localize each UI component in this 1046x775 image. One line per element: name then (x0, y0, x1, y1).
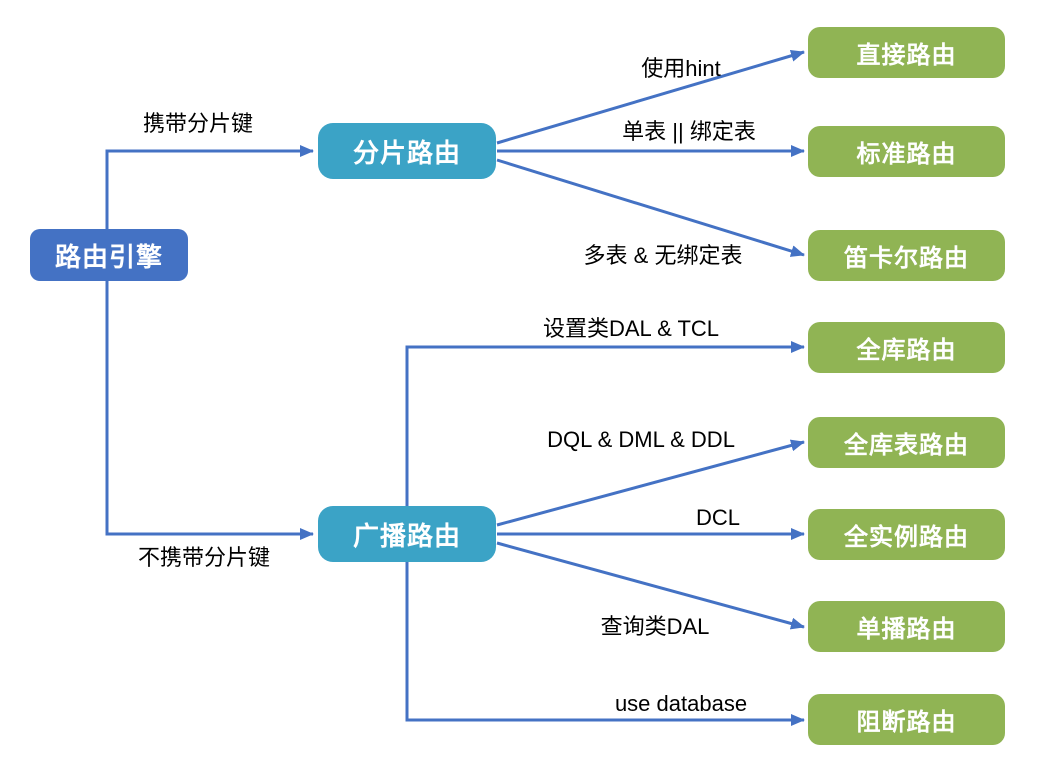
edge-label-use-hint: 使用hint (641, 56, 721, 81)
node-broadcast-route: 广播路由 (318, 506, 496, 562)
node-standard-route: 标准路由 (808, 126, 1005, 177)
node-full-database-route: 全库路由 (808, 322, 1005, 373)
node-sharding-route: 分片路由 (318, 123, 496, 179)
edge-broadcast-to-fulldbtable (496, 439, 805, 527)
edge-broadcast-to-unicast (496, 541, 805, 630)
edge-label-with-sharding-key: 携带分片键 (142, 111, 254, 136)
edge-label-dal-tcl: 设置类DAL & TCL (542, 316, 720, 341)
edge-label-query-dal: 查询类DAL (600, 614, 710, 639)
edge-root-to-broadcast (105, 281, 314, 540)
edge-sharding-to-cartesian (496, 158, 805, 257)
edge-broadcast-to-fulldb (405, 341, 805, 506)
node-block-route: 阻断路由 (808, 694, 1005, 745)
edge-label-dcl: DCL (695, 505, 741, 530)
edge-broadcast-to-block (405, 562, 805, 726)
edge-label-use-database: use database (614, 691, 748, 716)
edge-label-dql-dml-ddl: DQL & DML & DDL (547, 427, 735, 452)
node-full-instance-route: 全实例路由 (808, 509, 1005, 560)
node-full-database-table-route: 全库表路由 (808, 417, 1005, 468)
edge-root-to-sharding (105, 145, 314, 229)
node-unicast-route: 单播路由 (808, 601, 1005, 652)
node-routing-engine: 路由引擎 (30, 229, 188, 281)
node-cartesian-route: 笛卡尔路由 (808, 230, 1005, 281)
edge-label-without-sharding-key: 不携带分片键 (137, 545, 271, 570)
node-direct-route: 直接路由 (808, 27, 1005, 78)
edge-label-single-or-binding-table: 单表 || 绑定表 (622, 119, 756, 144)
edge-label-multi-table-no-binding: 多表 & 无绑定表 (583, 243, 743, 268)
edge-sharding-to-direct (496, 49, 805, 145)
